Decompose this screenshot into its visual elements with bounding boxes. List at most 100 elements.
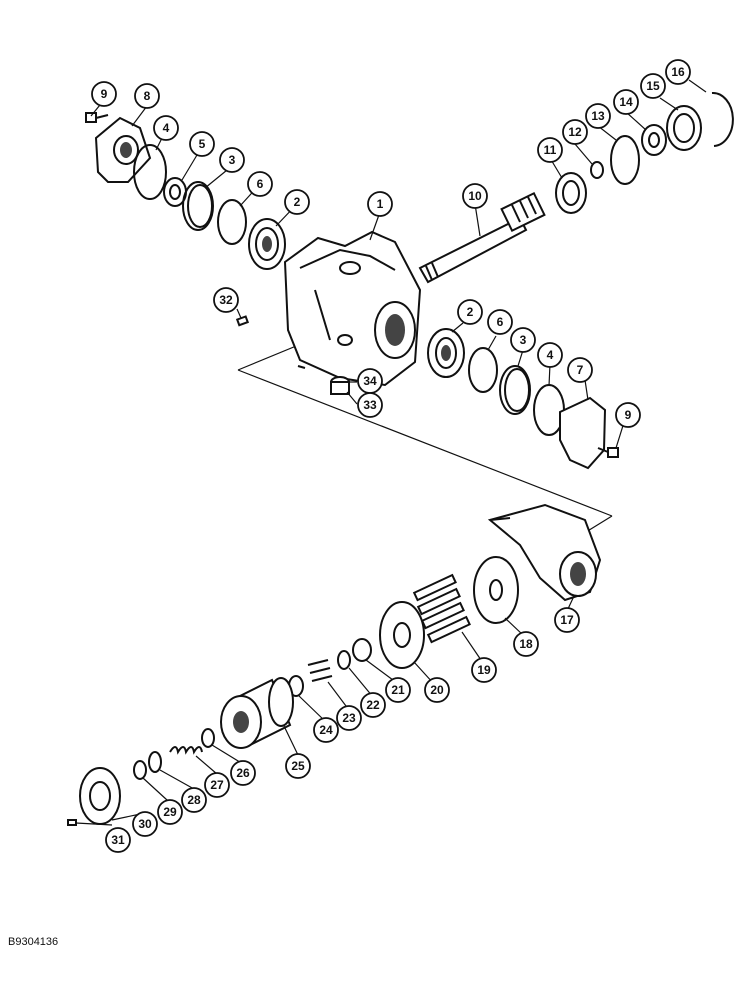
part-6-ring-upper xyxy=(217,199,247,245)
callout-circle xyxy=(105,827,131,853)
callout-label: 26 xyxy=(236,766,250,780)
callout-circle xyxy=(204,772,230,798)
part-9-bolt-right xyxy=(597,447,619,458)
callout-label: 9 xyxy=(625,408,632,422)
callout-circle xyxy=(285,753,311,779)
callout-label: 30 xyxy=(138,817,152,831)
callout-circle xyxy=(585,103,611,129)
callout-circle xyxy=(665,59,691,85)
part-34-33-plug xyxy=(297,365,350,395)
callout-circle xyxy=(567,357,593,383)
callout-18: 18 xyxy=(513,631,539,657)
callout-label: 17 xyxy=(560,613,574,627)
callout-11: 11 xyxy=(537,137,563,163)
callout-label: 22 xyxy=(366,698,380,712)
callout-label: 33 xyxy=(363,398,377,412)
callout-7: 7 xyxy=(567,357,593,383)
callout-2a: 2 xyxy=(284,189,310,215)
callout-label: 11 xyxy=(544,143,557,157)
callout-20: 20 xyxy=(424,677,450,703)
callout-label: 29 xyxy=(163,805,177,819)
callout-label: 12 xyxy=(568,125,582,139)
callout-circle xyxy=(213,287,239,313)
callout-circle xyxy=(157,799,183,825)
callout-16: 16 xyxy=(665,59,691,85)
callout-10: 10 xyxy=(462,183,488,209)
callout-circle xyxy=(357,392,383,418)
callout-label: 9 xyxy=(101,87,108,101)
callout-circle xyxy=(189,131,215,157)
part-16-snap-ring xyxy=(711,91,734,147)
callout-label: 4 xyxy=(547,348,554,362)
callout-label: 7 xyxy=(577,363,584,377)
callout-13: 13 xyxy=(585,103,611,129)
callout-circle xyxy=(336,705,362,731)
callout-label: 32 xyxy=(219,293,233,307)
part-19-pistons xyxy=(412,573,471,644)
part-32-pin xyxy=(235,315,250,327)
callout-label: 23 xyxy=(342,711,356,725)
part-20-retainer-plate xyxy=(379,601,425,669)
callout-label: 27 xyxy=(210,778,224,792)
callout-circle xyxy=(562,119,588,145)
callout-4b: 4 xyxy=(537,342,563,368)
part-28-washer xyxy=(148,751,162,773)
callout-circle xyxy=(510,327,536,353)
callout-29: 29 xyxy=(157,799,183,825)
callout-label: 24 xyxy=(319,723,333,737)
callout-32: 32 xyxy=(213,287,239,313)
callout-label: 34 xyxy=(363,374,377,388)
part-8-cover-plate xyxy=(94,116,152,183)
callout-28: 28 xyxy=(181,787,207,813)
callout-circle xyxy=(462,183,488,209)
callout-17: 17 xyxy=(554,607,580,633)
part-3-ring-lower xyxy=(499,365,531,415)
callout-circle xyxy=(284,189,310,215)
callout-label: 15 xyxy=(646,79,660,93)
callout-circle xyxy=(471,657,497,683)
part-13-o-ring xyxy=(610,135,640,185)
callout-label: 16 xyxy=(671,65,685,79)
part-2-bearing-lower xyxy=(427,328,465,378)
callout-label: 3 xyxy=(229,153,236,167)
callout-label: 13 xyxy=(591,109,605,123)
callout-label: 5 xyxy=(199,137,206,151)
callout-9a: 9 xyxy=(91,81,117,107)
part-22-ring xyxy=(337,650,351,670)
part-31-pin xyxy=(67,819,77,826)
part-29-ring xyxy=(133,760,147,780)
callout-1: 1 xyxy=(367,191,393,217)
part-6-ring-lower xyxy=(468,347,498,393)
part-21-spherical-guide xyxy=(352,638,372,662)
callout-label: 4 xyxy=(163,121,170,135)
callout-4a: 4 xyxy=(153,115,179,141)
callout-label: 28 xyxy=(187,793,201,807)
callout-label: 18 xyxy=(519,637,533,651)
callout-circle xyxy=(457,299,483,325)
callout-circle xyxy=(613,89,639,115)
callout-circle xyxy=(181,787,207,813)
callout-9b: 9 xyxy=(615,402,641,428)
callout-label: 6 xyxy=(257,177,264,191)
callout-label: 14 xyxy=(619,95,633,109)
callout-label: 2 xyxy=(467,305,474,319)
callout-26: 26 xyxy=(230,760,256,786)
callout-label: 2 xyxy=(294,195,301,209)
callout-30: 30 xyxy=(132,811,158,837)
callout-label: 3 xyxy=(520,333,527,347)
callout-circle xyxy=(537,342,563,368)
callout-15: 15 xyxy=(640,73,666,99)
callout-circle xyxy=(360,692,386,718)
part-2-bearing-upper xyxy=(248,218,286,270)
part-18-plate xyxy=(473,556,519,624)
callout-label: 25 xyxy=(291,759,305,773)
callout-circle xyxy=(230,760,256,786)
part-15-bearing-cup xyxy=(666,105,702,151)
callout-circle xyxy=(424,677,450,703)
part-9-bolt-left xyxy=(85,112,109,123)
callout-8: 8 xyxy=(134,83,160,109)
callout-circle xyxy=(247,171,273,197)
callout-label: 21 xyxy=(391,683,405,697)
callout-circle xyxy=(134,83,160,109)
